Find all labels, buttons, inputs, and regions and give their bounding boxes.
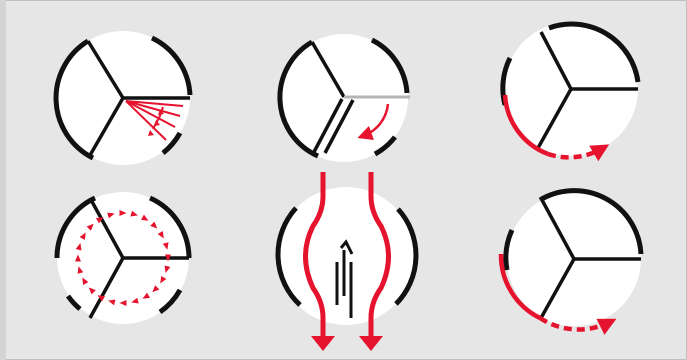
panel-cone	[56, 31, 190, 165]
panel-circulating	[57, 192, 189, 324]
left-frame-edge	[0, 0, 6, 360]
panel-split-rotation	[280, 34, 410, 162]
